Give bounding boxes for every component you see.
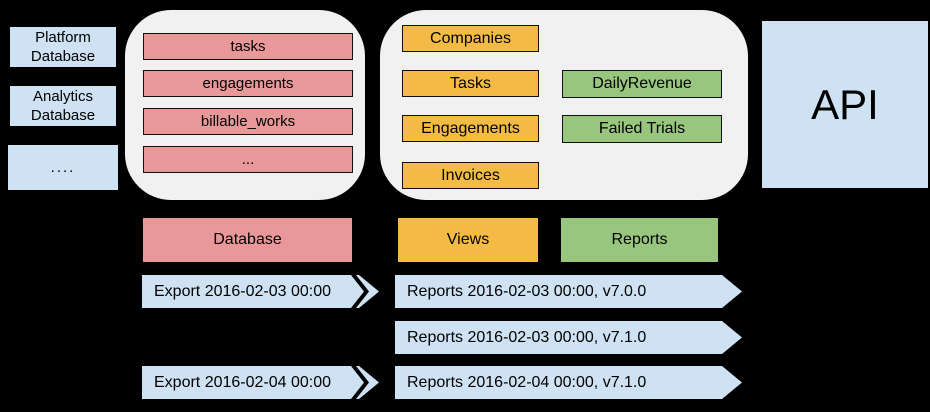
table-engagements: engagements: [143, 70, 353, 97]
report-failed-trials: Failed Trials: [562, 115, 722, 143]
view-tasks: Tasks: [402, 70, 539, 97]
view-invoices: Invoices: [402, 162, 539, 189]
source-db-analytics: Analytics Database: [8, 84, 118, 128]
database-tables-container: tasks engagements billable_works ...: [125, 10, 365, 200]
report-daily-revenue: DailyRevenue: [562, 70, 722, 98]
legend-reports: Reports: [561, 218, 718, 262]
table-tasks: tasks: [143, 33, 353, 60]
views-reports-container: Companies Tasks Engagements Invoices Dai…: [380, 10, 748, 200]
view-engagements: Engagements: [402, 115, 539, 142]
view-companies: Companies: [402, 25, 539, 52]
reports-banner-2016-02-03-v700: Reports 2016-02-03 00:00, v7.0.0: [395, 275, 742, 308]
source-db-ellipsis: ....: [8, 145, 118, 190]
legend-database: Database: [143, 218, 352, 262]
reports-banner-2016-02-04-v710: Reports 2016-02-04 00:00, v7.1.0: [395, 366, 742, 399]
legend-views: Views: [398, 218, 538, 262]
reports-banner-2016-02-03-v710: Reports 2016-02-03 00:00, v7.1.0: [395, 321, 742, 354]
table-ellipsis: ...: [143, 146, 353, 173]
table-billable-works: billable_works: [143, 108, 353, 135]
export-banner-2016-02-04: Export 2016-02-04 00:00: [142, 366, 379, 399]
export-banner-2016-02-03: Export 2016-02-03 00:00: [142, 275, 379, 308]
source-db-platform: Platform Database: [8, 25, 118, 69]
api-box: API: [762, 21, 928, 188]
